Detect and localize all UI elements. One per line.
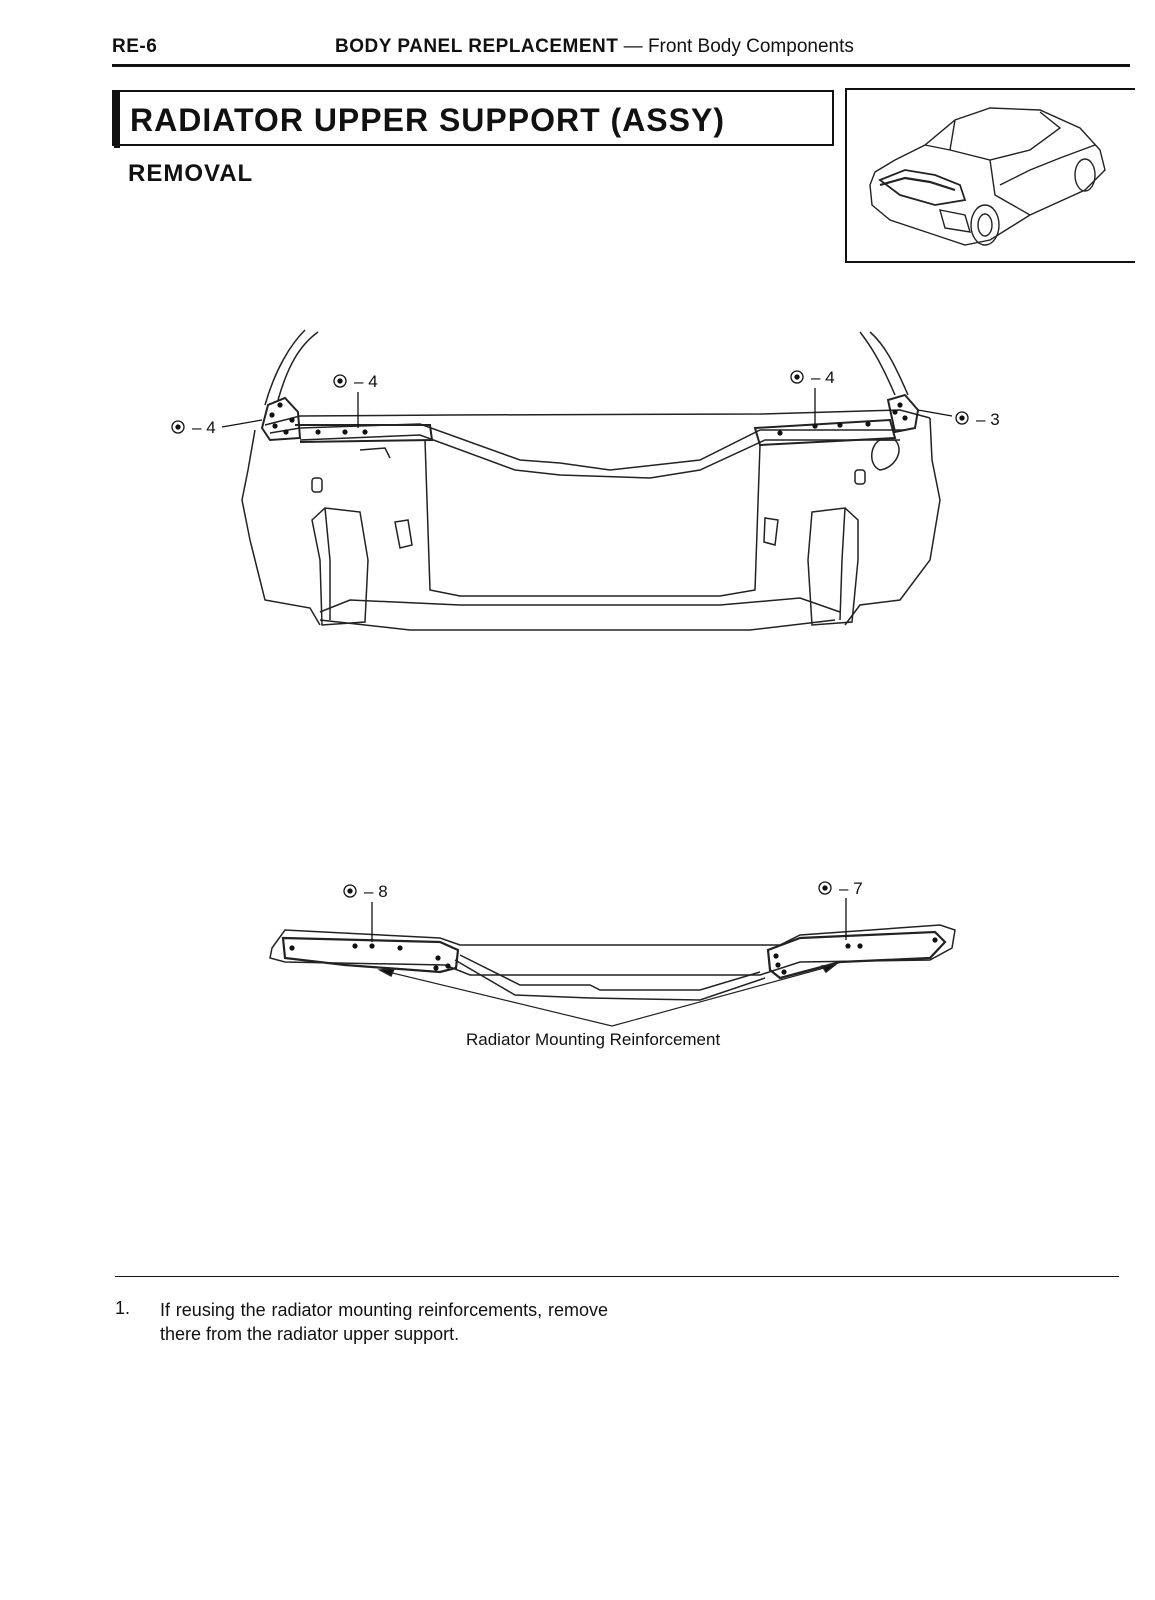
header-section: BODY PANEL REPLACEMENT xyxy=(335,36,619,57)
figure-2-reinforcement xyxy=(269,924,956,1027)
subsection-title: REMOVAL xyxy=(128,160,254,187)
page-title: RADIATOR UPPER SUPPORT (ASSY) xyxy=(130,102,725,138)
callout-fig2-right: – 7 xyxy=(839,879,863,898)
step-divider xyxy=(115,1276,1119,1277)
figure-1-callouts xyxy=(171,370,969,434)
callout-right-outer: – 3 xyxy=(976,410,1000,429)
title-box-bar xyxy=(114,90,120,148)
header-title: BODY PANEL REPLACEMENT — Front Body Comp… xyxy=(335,36,854,58)
header-separator: — xyxy=(618,36,648,57)
step-number: 1. xyxy=(115,1298,131,1318)
header-subsection: Front Body Components xyxy=(647,36,854,57)
figure-2-callouts xyxy=(343,881,847,942)
car-thumbnail-icon xyxy=(869,107,1106,246)
header-rule xyxy=(112,64,1130,67)
title-box xyxy=(112,90,834,148)
weld-dots-2 xyxy=(289,937,938,975)
page-number: RE-6 xyxy=(112,36,158,57)
step-text: If reusing the radiator mounting reinfor… xyxy=(160,1300,608,1344)
figure-2-caption: Radiator Mounting Reinforcement xyxy=(466,1030,721,1049)
callout-fig2-left: – 8 xyxy=(364,882,388,901)
callout-left-outer: – 4 xyxy=(192,418,216,437)
figure-1-radiator-support xyxy=(241,329,941,631)
callout-left-inner: – 4 xyxy=(354,372,378,391)
callout-right-inner: – 4 xyxy=(811,368,835,387)
weld-dots xyxy=(269,402,908,436)
thumbnail-frame xyxy=(845,88,1135,263)
